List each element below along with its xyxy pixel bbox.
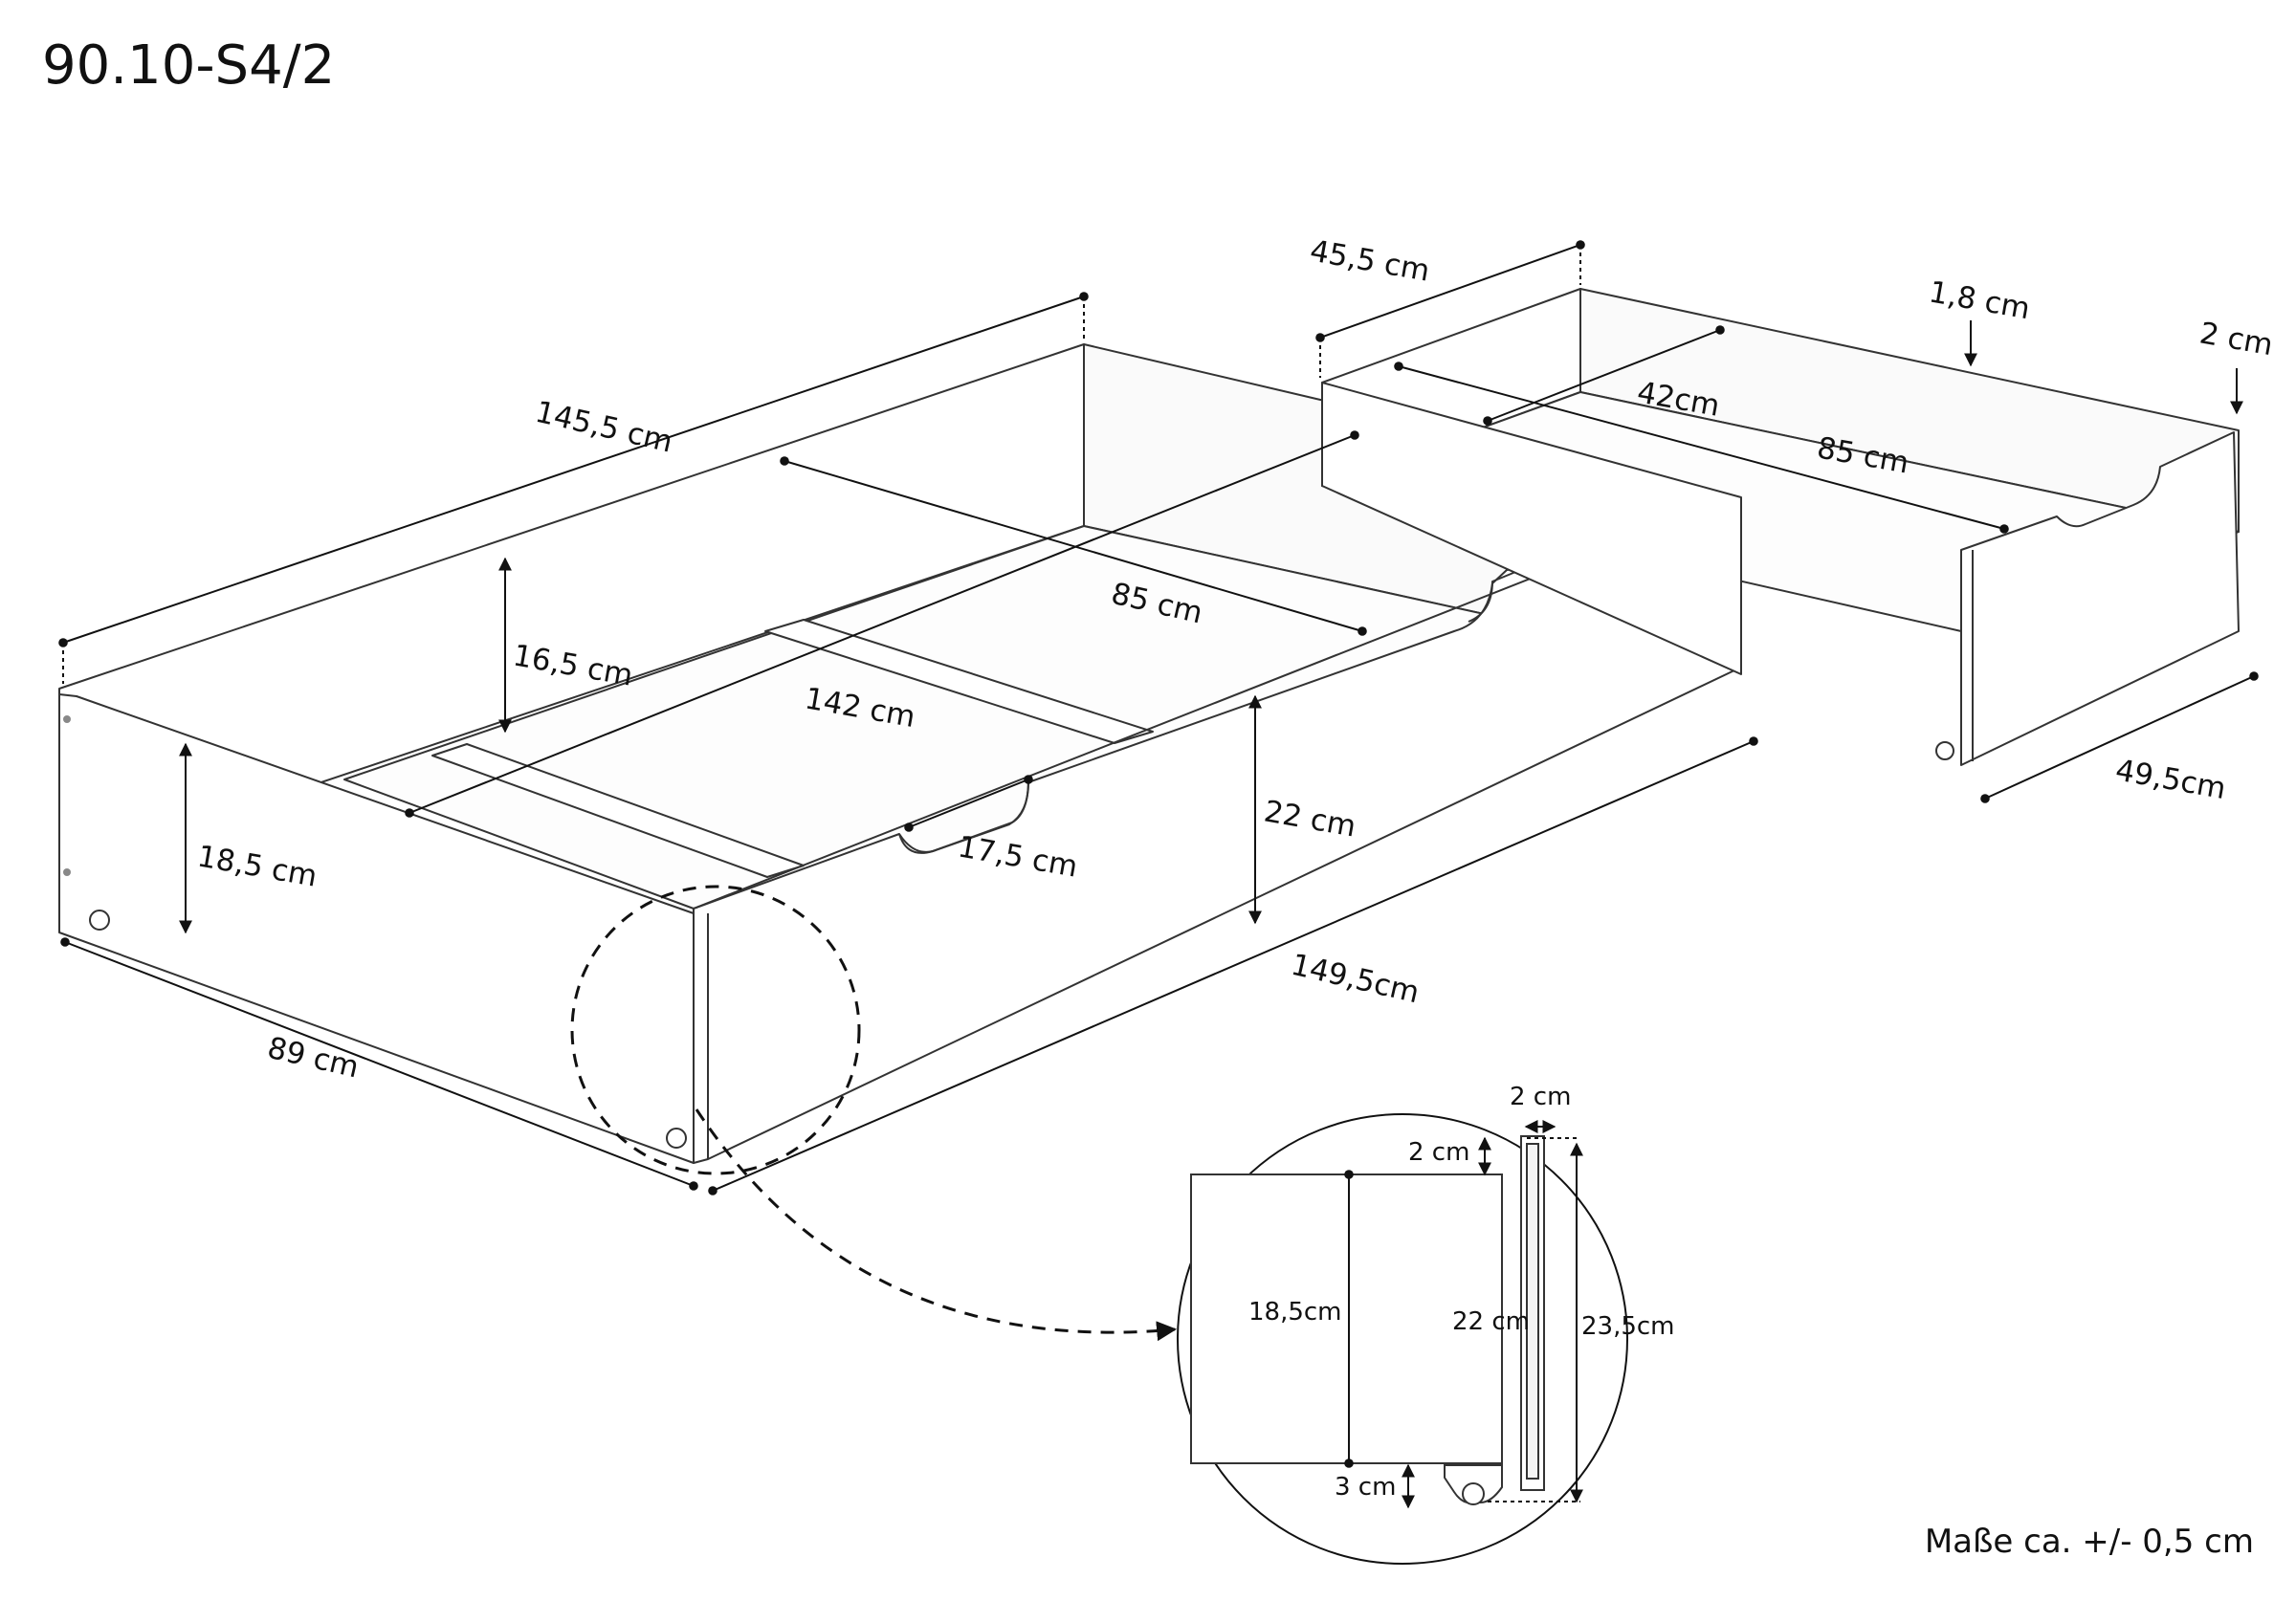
label-small-front-thickness: 2 cm bbox=[2197, 316, 2276, 362]
detail-labels: 2 cm 2 cm 18,5cm 22 cm 23,5cm 3 cm bbox=[1248, 1083, 1675, 1502]
caster-left bbox=[89, 910, 110, 931]
label-length-top: 145,5 cm bbox=[532, 395, 675, 460]
detail-arrow bbox=[695, 1108, 1178, 1342]
label-small-depth-back: 45,5 cm bbox=[1308, 233, 1432, 288]
caster-front bbox=[666, 1128, 687, 1149]
detail-callout bbox=[570, 885, 1628, 1565]
detail-marker-circle bbox=[570, 885, 861, 1175]
detail-label-front-inner-height: 22 cm bbox=[1452, 1307, 1530, 1336]
label-small-front-width: 49,5cm bbox=[2113, 753, 2229, 806]
detail-label-front-thickness: 2 cm bbox=[1510, 1083, 1571, 1111]
detail-zoom-circle bbox=[1177, 1113, 1628, 1565]
page-title: 90.10-S4/2 bbox=[42, 34, 336, 97]
detail-label-top-offset: 2 cm bbox=[1408, 1138, 1469, 1167]
detail-label-side-height: 18,5cm bbox=[1248, 1298, 1342, 1327]
label-small-board-thickness: 1,8 cm bbox=[1927, 274, 2033, 326]
detail-label-wheel-clearance: 3 cm bbox=[1335, 1473, 1396, 1502]
label-length-bottom: 149,5cm bbox=[1288, 948, 1423, 1011]
tolerance-note: Maße ca. +/- 0,5 cm bbox=[1924, 1523, 2254, 1561]
detail-label-front-total-height: 23,5cm bbox=[1581, 1312, 1675, 1341]
small-caster bbox=[1935, 741, 1954, 760]
